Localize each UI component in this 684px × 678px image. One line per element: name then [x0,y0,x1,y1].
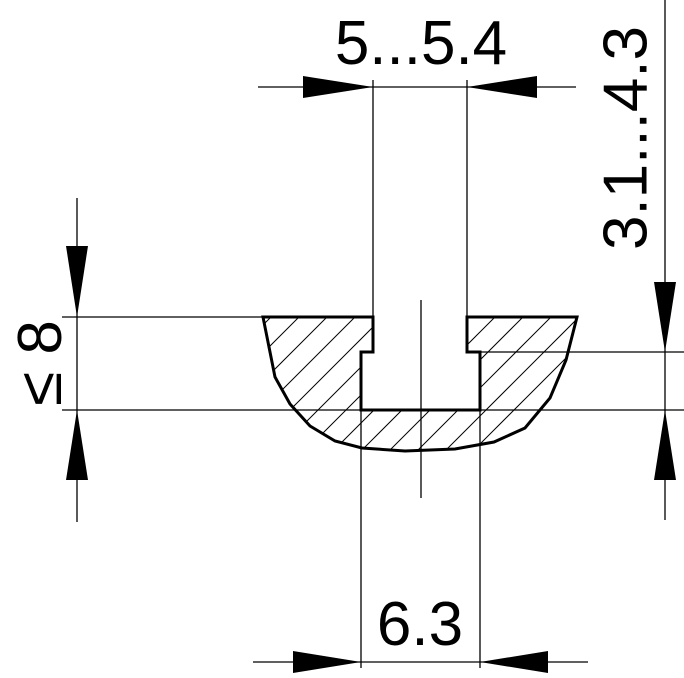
arrow-top-right [467,76,537,98]
arrow-bottom-right [480,651,548,673]
arrow-left-bottom [66,410,88,480]
arrow-bottom-left [293,651,361,673]
arrow-right-bottom [654,410,676,480]
arrow-top-left [303,76,373,98]
hatch-line [435,317,577,451]
hatch-line [100,300,260,460]
dimension-left-value: ≤ 8 [6,320,75,406]
dimension-right-depth: 3.1...4.3 [592,26,661,250]
section-outline [261,315,579,453]
dimension-bottom-width: 6.3 [377,590,463,659]
hatch-line [263,317,373,451]
arrow-left-top [66,246,88,317]
hatch-line [407,317,569,451]
hatch-line [463,317,577,451]
dimension-top-width: 5...5.4 [335,9,507,78]
arrow-right-top [654,282,676,352]
hatch-line [263,317,317,451]
section-hatching [100,300,577,460]
